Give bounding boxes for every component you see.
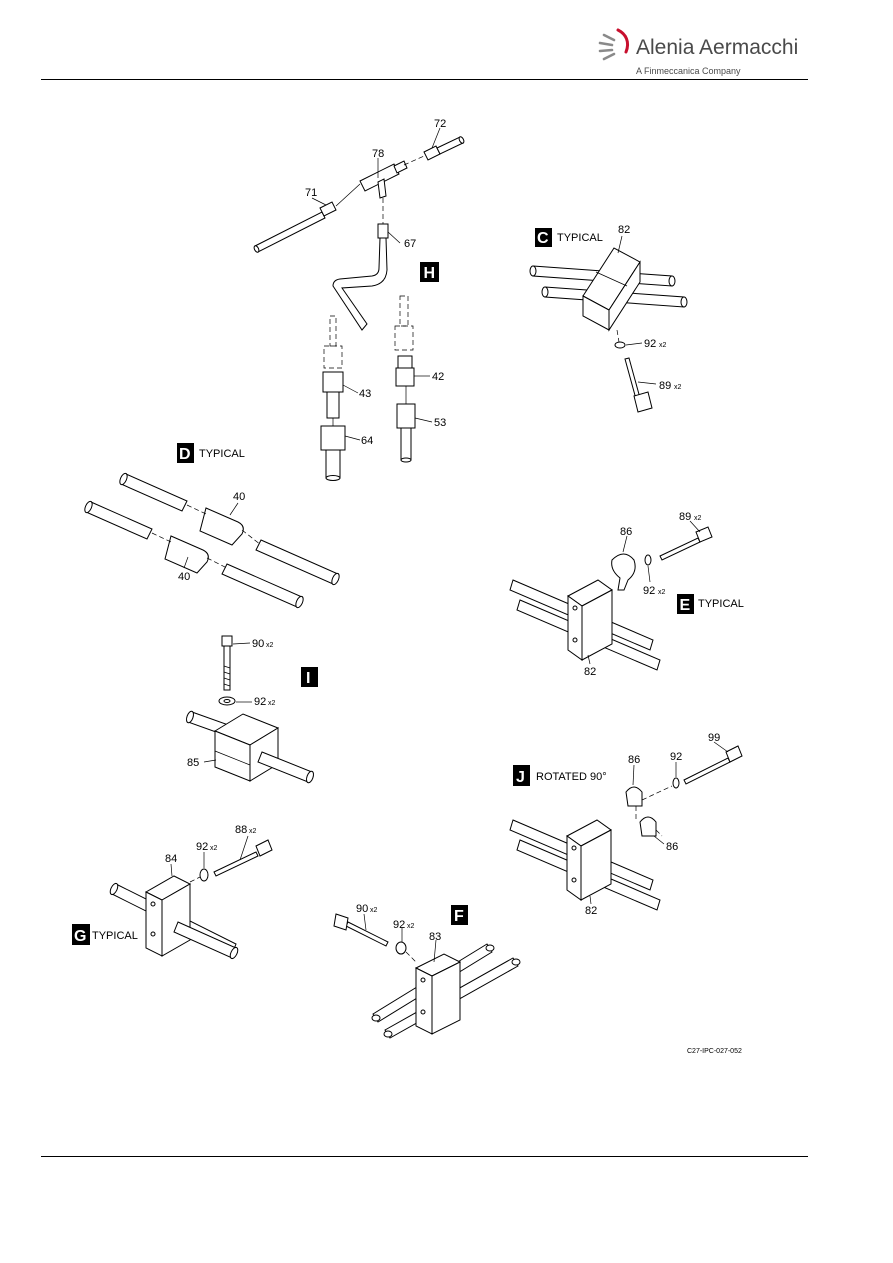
qty-x2: x2 (674, 384, 682, 391)
view-letter-h-badge (420, 262, 439, 282)
callout-83: 83 (429, 931, 441, 943)
view-j-assembly: 86 92 99 86 82 J ROTATED 90° (509, 732, 743, 917)
callout-90: 90 (252, 638, 264, 650)
view-i-assembly: 90 x2 92 x2 85 I (186, 635, 318, 784)
callout-86: 86 (620, 526, 632, 538)
callout-53: 53 (434, 417, 446, 429)
view-letter-j: J (516, 769, 525, 786)
callout-86: 86 (666, 841, 678, 853)
figure-reference: C27-IPC-027-052 (687, 1048, 742, 1055)
callout-67: 67 (404, 238, 416, 250)
callout-89: 89 (679, 511, 691, 523)
brand-name: Alenia Aermacchi (636, 36, 799, 59)
view-e-assembly: 86 89 x2 92 x2 82 E TYPICAL (509, 511, 744, 678)
view-c-assembly: 82 92 x2 89 x2 C TYPICAL (529, 224, 688, 413)
qty-x2: x2 (659, 342, 667, 349)
qty-x2: x2 (210, 845, 218, 852)
callout-78: 78 (372, 148, 384, 160)
qty-x2: x2 (658, 589, 666, 596)
view-letter-d: D (179, 446, 191, 463)
view-f-assembly: 90 x2 92 x2 83 F (333, 903, 521, 1039)
view-letter-c-badge (535, 228, 552, 247)
callout-71: 71 (305, 187, 317, 199)
callout-92: 92 (643, 585, 655, 597)
callout-89: 89 (659, 380, 671, 392)
qty-x2: x2 (694, 515, 702, 522)
callout-64: 64 (361, 435, 373, 447)
callout-84: 84 (165, 853, 177, 865)
callout-82: 82 (618, 224, 630, 236)
view-g-caption: TYPICAL (92, 930, 138, 942)
header-rule (41, 79, 808, 80)
company-logo: Alenia Aermacchi A Finmeccanica Company (596, 22, 799, 78)
view-j-caption: ROTATED 90° (536, 771, 607, 783)
view-letter-i: I (306, 670, 310, 687)
callout-85: 85 (187, 757, 199, 769)
view-letter-g-badge (72, 924, 90, 945)
callout-40: 40 (178, 571, 190, 583)
qty-x2: x2 (266, 642, 274, 649)
callout-92: 92 (670, 751, 682, 763)
callout-92: 92 (393, 919, 405, 931)
qty-x2: x2 (249, 828, 257, 835)
callout-72: 72 (434, 118, 446, 130)
view-letter-d-badge (177, 443, 194, 463)
view-letter-j-badge (513, 765, 530, 786)
view-c-caption: TYPICAL (557, 232, 603, 244)
view-letter-i-badge (301, 667, 318, 687)
qty-x2: x2 (268, 700, 276, 707)
logo-swoosh-icon (598, 28, 630, 61)
callout-40: 40 (233, 491, 245, 503)
view-letter-f-badge (451, 905, 468, 925)
qty-x2: x2 (370, 907, 378, 914)
callout-92: 92 (254, 696, 266, 708)
footer-rule (41, 1156, 808, 1157)
view-letter-f: F (454, 908, 464, 925)
callout-99: 99 (708, 732, 720, 744)
qty-x2: x2 (407, 923, 415, 930)
view-letter-c: C (537, 230, 549, 247)
callout-88: 88 (235, 824, 247, 836)
view-d-caption: TYPICAL (199, 448, 245, 460)
callout-42: 42 (432, 371, 444, 383)
view-letter-g: G (74, 928, 86, 945)
view-e-caption: TYPICAL (698, 598, 744, 610)
callout-92: 92 (196, 841, 208, 853)
callout-92: 92 (644, 338, 656, 350)
view-letter-h: H (424, 265, 436, 282)
view-h-assembly: 72 78 71 67 43 64 42 53 H (253, 118, 465, 481)
view-letter-e-badge (677, 594, 694, 614)
callout-82: 82 (585, 905, 597, 917)
callout-90: 90 (356, 903, 368, 915)
brand-subtitle: A Finmeccanica Company (636, 66, 741, 76)
view-letter-e: E (680, 597, 691, 614)
callout-82: 82 (584, 666, 596, 678)
callout-86: 86 (628, 754, 640, 766)
view-d-assembly: 40 40 D TYPICAL (84, 443, 340, 609)
view-g-assembly: 84 92 x2 88 x2 G TYPICAL (72, 824, 273, 960)
callout-43: 43 (359, 388, 371, 400)
